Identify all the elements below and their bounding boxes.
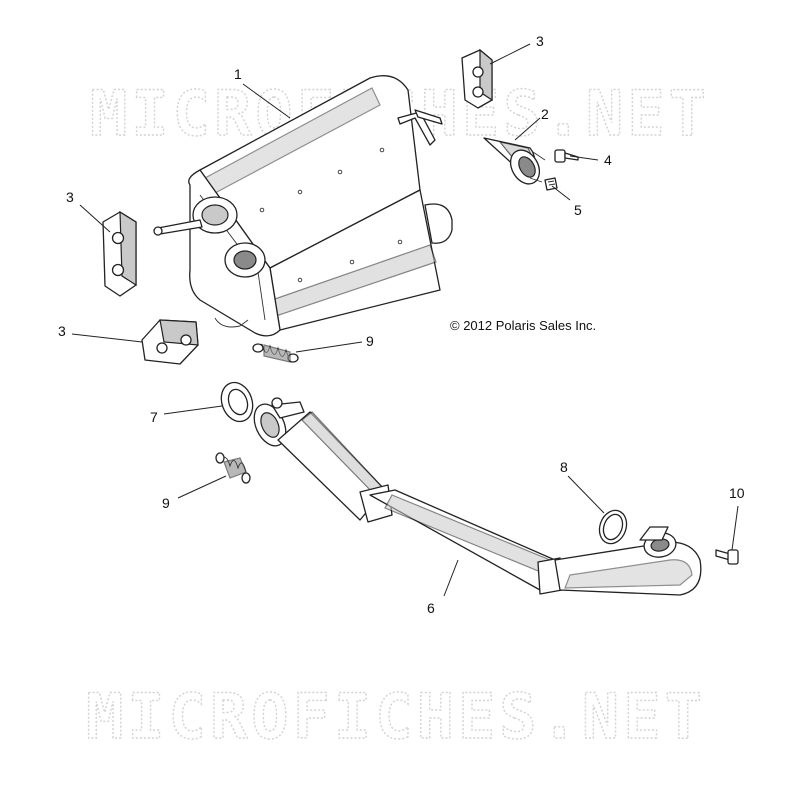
callout-4: 4 (604, 152, 612, 168)
spring-lower[interactable] (215, 452, 251, 484)
leader-lines (71, 43, 739, 597)
isolator-top-right[interactable] (461, 48, 493, 109)
callout-3-top-right: 3 (536, 33, 544, 49)
spark-arrestor[interactable] (483, 137, 546, 189)
callout-1: 1 (234, 66, 242, 82)
callout-8: 8 (560, 459, 568, 475)
callout-7: 7 (150, 409, 158, 425)
callout-6: 6 (427, 600, 435, 616)
screw[interactable] (554, 149, 579, 163)
gasket-seal[interactable] (595, 507, 631, 548)
bolt[interactable] (715, 549, 739, 565)
callout-3-left-upper: 3 (66, 189, 74, 205)
callout-3-left-lower: 3 (58, 323, 66, 339)
callout-2: 2 (541, 106, 549, 122)
spring-upper[interactable] (252, 343, 299, 363)
isolator-left-lower[interactable] (141, 319, 199, 365)
muffler[interactable] (153, 75, 453, 337)
isolator-left-upper[interactable] (102, 210, 137, 297)
copyright-notice: © 2012 Polaris Sales Inc. (450, 318, 596, 333)
watermark-bottom: MICROFICHES.NET (86, 680, 706, 753)
callout-10: 10 (729, 485, 745, 501)
callout-9-upper: 9 (366, 333, 374, 349)
callout-5: 5 (574, 202, 582, 218)
callout-9-lower: 9 (162, 495, 170, 511)
gasket-exhaust[interactable] (216, 378, 258, 426)
head-pipe[interactable] (248, 397, 702, 596)
